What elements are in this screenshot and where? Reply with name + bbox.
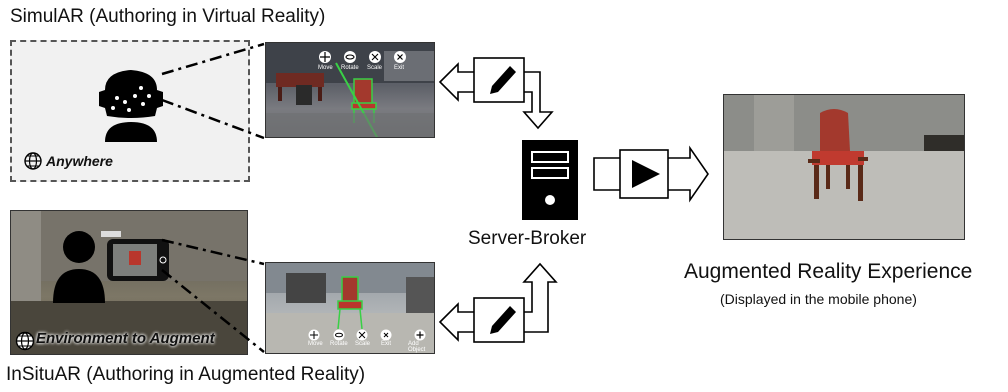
ar-experience-photo [723, 94, 965, 240]
ar-connector-bottom [161, 269, 265, 353]
ar-experience-title: Augmented Reality Experience [684, 260, 973, 283]
vr-authoring-screenshot [265, 42, 435, 138]
ar-upload-arrow [438, 262, 558, 342]
insituar-title: InSituAR (Authoring in Augmented Reality… [6, 364, 366, 385]
ar-scale-label: Scale [355, 341, 371, 347]
vr-toolbar: Move Rotate Scale Exit [318, 50, 408, 76]
ar-scale-tool[interactable] [356, 328, 368, 346]
ar-rotate-tool[interactable] [333, 328, 345, 346]
rotate-tool[interactable] [343, 50, 357, 69]
ar-exit-label: Exit [381, 341, 392, 347]
globe-icon [24, 152, 42, 170]
ar-exit-tool[interactable] [380, 328, 392, 346]
vr-connector-top [161, 42, 265, 76]
play-icon [632, 160, 660, 188]
ar-rotate-label: Rotate [330, 341, 348, 347]
scale-tool-label: Scale [367, 65, 383, 71]
ar-authoring-screenshot [265, 262, 435, 354]
move-tool[interactable] [318, 50, 332, 69]
simular-title: SimulAR (Authoring in Virtual Reality) [10, 6, 326, 27]
scale-tool[interactable] [368, 50, 382, 69]
ar-experience-caption-box [665, 250, 1008, 316]
exit-tool[interactable] [393, 50, 407, 69]
ar-move-tool[interactable] [308, 328, 320, 346]
server-icon [522, 140, 578, 220]
vr-connector-bottom [161, 98, 265, 140]
vr-headset-user-icon [99, 70, 163, 142]
anywhere-label: Anywhere [46, 153, 113, 169]
pencil-icon-top [473, 57, 525, 103]
ar-toolbar: Move Rotate Scale Exit Add Object [308, 328, 434, 353]
ar-move-label: Move [308, 341, 323, 347]
ar-add-object-tool[interactable] [414, 328, 426, 346]
globe-icon-environment [15, 331, 35, 351]
pencil-icon-bottom [473, 297, 525, 343]
ar-add-object-label: Add Object [408, 341, 426, 353]
move-tool-label: Move [318, 65, 333, 71]
exit-tool-label: Exit [394, 65, 405, 71]
ar-connector-top [161, 238, 265, 266]
rotate-tool-label: Rotate [341, 65, 359, 71]
environment-photo [10, 210, 248, 355]
ar-experience-subtitle: (Displayed in the mobile phone) [720, 291, 917, 307]
environment-label: Environment to Augment [36, 330, 215, 347]
server-broker-label: Server-Broker [468, 228, 587, 249]
